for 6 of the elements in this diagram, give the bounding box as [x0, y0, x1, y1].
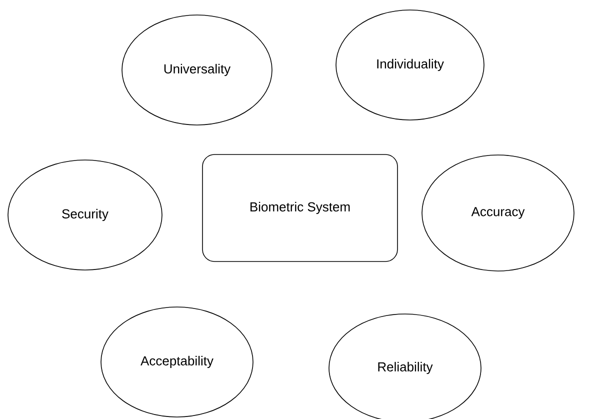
rounded-box: Biometric System	[202, 154, 398, 262]
ellipse-node: Accuracy	[422, 154, 574, 272]
ellipse-node: Individuality	[336, 10, 484, 120]
ellipse-node: Universality	[122, 14, 272, 126]
ellipse-node: Security	[8, 160, 162, 270]
ellipse-node: Acceptability	[100, 306, 254, 418]
